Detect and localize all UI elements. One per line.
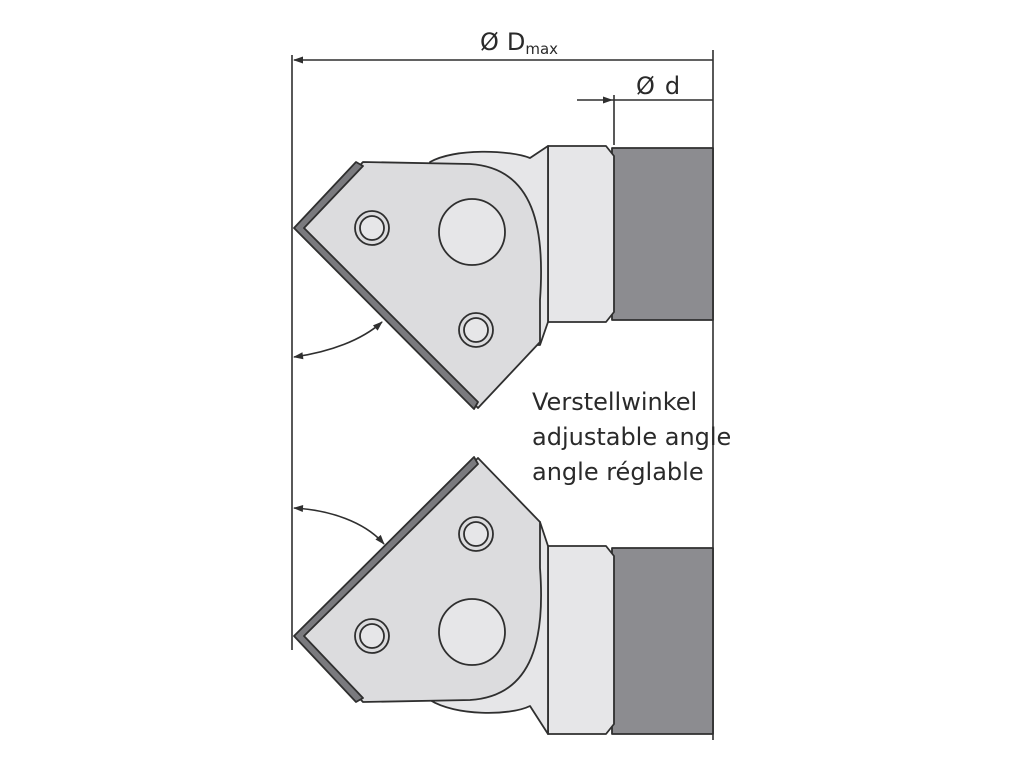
diameter-symbol-d: Ø xyxy=(636,72,655,100)
lower-collar xyxy=(547,545,615,735)
angle-label-en: adjustable angle xyxy=(532,423,731,451)
lower-angle-arc xyxy=(293,505,385,545)
upper-center-hole xyxy=(438,198,506,266)
lower-knife-plate xyxy=(299,457,543,703)
lower-screw-1-inner xyxy=(359,623,385,649)
angle-label-fr: angle réglable xyxy=(532,458,704,486)
upper-collar xyxy=(547,145,615,323)
d-letter: d xyxy=(665,72,680,100)
dmax-subscript: max xyxy=(525,40,558,58)
angle-arcs xyxy=(293,321,385,545)
lower-cutting-edge xyxy=(293,456,479,703)
upper-angle-arc xyxy=(293,321,383,360)
upper-screw-1-inner xyxy=(359,215,385,241)
angle-label-de: Verstellwinkel xyxy=(532,388,697,416)
upper-cutting-edge xyxy=(293,161,479,410)
dmax-letter: D xyxy=(507,28,525,56)
lower-center-hole xyxy=(438,598,506,666)
diameter-symbol-dmax: Ø xyxy=(480,28,499,56)
upper-screw-2-inner xyxy=(463,317,489,343)
lower-tool xyxy=(293,456,714,735)
upper-knife-plate xyxy=(299,161,543,409)
angle-label: Verstellwinkel adjustable angle angle ré… xyxy=(532,388,739,486)
lower-screw-2-inner xyxy=(463,521,489,547)
lower-shaft xyxy=(611,547,714,735)
upper-tool xyxy=(293,145,714,410)
upper-shaft xyxy=(611,147,714,321)
